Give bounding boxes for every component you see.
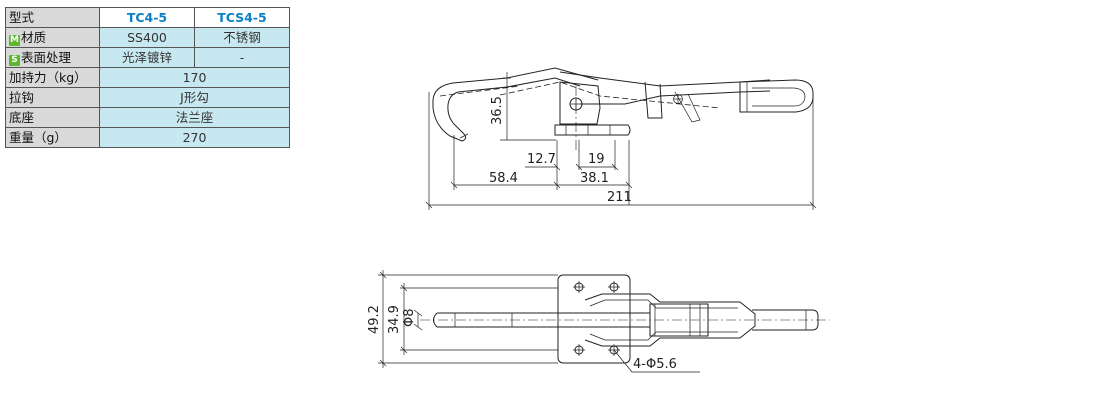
dim-inner-label: 34.9 (387, 305, 402, 334)
row-label-weight: 重量（g） (5, 127, 100, 148)
dim-outer-label: 49.2 (367, 305, 382, 334)
base-value: 法兰座 (99, 107, 290, 128)
surface-badge-icon: S (9, 54, 20, 66)
table-row-base: 底座 法兰座 (5, 107, 290, 128)
hook-value: J形勾 (99, 87, 290, 108)
handle-grip (739, 79, 814, 113)
weight-value: 270 (99, 127, 290, 148)
table-row-weight: 重量（g） 270 (5, 127, 290, 148)
dim-b-label: 19 (588, 152, 605, 167)
dim-height-label: 36.5 (490, 96, 505, 125)
table-row-hook: 拉钩 J形勾 (5, 87, 290, 108)
model-tc4-5: TC4-5 (99, 7, 195, 28)
material-col2: 不锈钢 (194, 27, 290, 48)
dim-width: 49.2 34.9 Φ8 (367, 270, 558, 368)
material-col1: SS400 (99, 27, 195, 48)
handle-arm (559, 71, 771, 105)
pivot-block (559, 81, 601, 125)
table-row-force: 加持力（kg） 170 (5, 67, 290, 88)
top-view: 49.2 34.9 Φ8 4-Φ5.6 (367, 270, 830, 373)
link-bar (644, 81, 663, 119)
dim-a-label: 12.7 (527, 152, 556, 167)
mounting-holes (573, 281, 620, 356)
body-frame (584, 293, 756, 347)
force-value: 170 (99, 67, 290, 88)
row-label-force: 加持力（kg） (5, 67, 100, 88)
j-hook (432, 77, 508, 142)
dim-overall: 211 (425, 92, 817, 210)
flange-plate (557, 274, 631, 364)
dim-holes: 4-Φ5.6 (613, 349, 700, 373)
dim-c-label: 58.4 (489, 171, 518, 186)
side-view: 36.5 12.7 19 58.4 38.1 211 (425, 67, 817, 210)
hidden-arm-line (499, 81, 721, 109)
row-label-base: 底座 (5, 107, 100, 128)
dim-mid: 58.4 38.1 (450, 135, 633, 190)
header-label: 型式 (5, 7, 100, 28)
dim-overall-label: 211 (607, 190, 632, 205)
dim-rod-label: Φ8 (402, 308, 417, 327)
table-header-row: 型式 TC4-5 TCS4-5 (5, 7, 290, 28)
dim-small: 12.7 19 (525, 140, 630, 205)
surface-col1: 光泽镀锌 (99, 47, 195, 68)
material-badge-icon: M (9, 34, 20, 46)
flange-base (554, 124, 631, 136)
dim-height: 36.5 (490, 72, 556, 141)
dim-d-label: 38.1 (580, 171, 609, 186)
model-tcs4-5: TCS4-5 (194, 7, 290, 28)
surface-col2: - (194, 47, 290, 68)
dim-holes-label: 4-Φ5.6 (633, 357, 677, 372)
